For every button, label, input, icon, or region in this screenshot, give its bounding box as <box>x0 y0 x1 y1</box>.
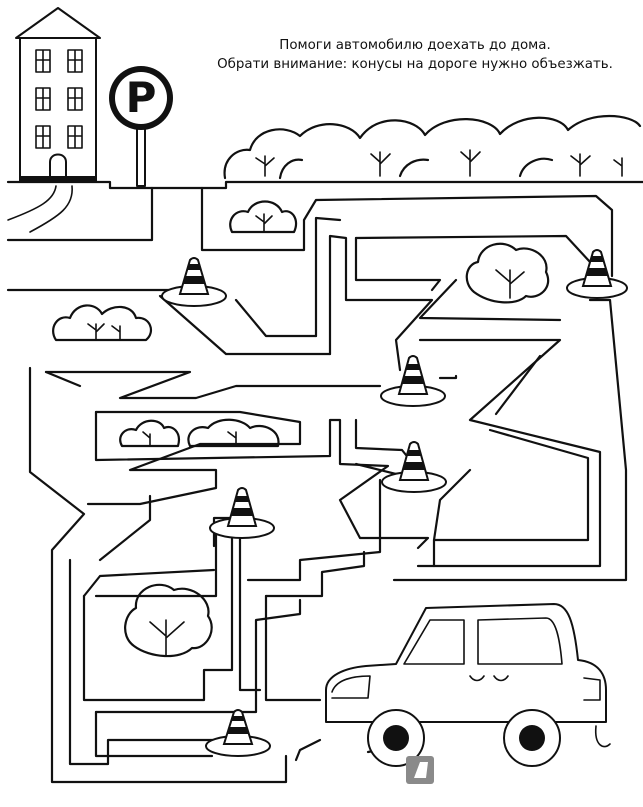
instructions: Помоги автомобилю доехать до дома. Обрат… <box>190 36 640 74</box>
house-icon <box>15 7 101 183</box>
traffic-cone-icon <box>161 257 227 307</box>
tree-icon <box>124 583 213 658</box>
traffic-cone-icon <box>381 441 447 493</box>
house-path <box>7 185 73 233</box>
bush-icon <box>119 418 280 448</box>
ground-line <box>6 180 643 190</box>
bush-icon <box>52 304 153 342</box>
maze-walls <box>6 186 628 784</box>
car-icon <box>325 603 611 767</box>
bush-icon <box>229 200 298 234</box>
traffic-cone-icon <box>205 709 271 757</box>
parking-letter: P <box>126 73 157 122</box>
publisher-logo-icon <box>406 756 434 784</box>
traffic-cone-icon <box>209 487 275 539</box>
background-bushes <box>223 114 642 180</box>
tree-icon <box>465 242 550 304</box>
parking-sign-icon: P <box>109 66 173 187</box>
traffic-cone-icon <box>380 355 446 407</box>
traffic-cone-icon <box>566 249 628 299</box>
instruction-line-1: Помоги автомобилю доехать до дома. <box>279 38 551 53</box>
instruction-line-2: Обрати внимание: конусы на дороге нужно … <box>217 57 613 72</box>
